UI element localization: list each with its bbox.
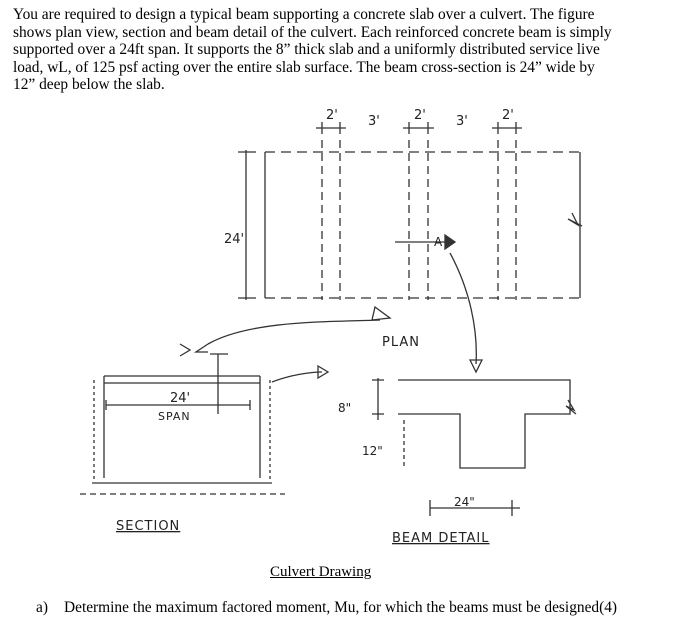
slab-thickness-label: 8" (338, 401, 351, 415)
problem-line: 12” deep below the slab. (13, 76, 165, 94)
spacing-label: 2' (502, 108, 514, 123)
beam-detail-label: BEAM DETAIL (392, 531, 490, 546)
spacing-label: 2' (326, 108, 338, 123)
beam-width-label: 24" (454, 495, 475, 509)
section-label: SECTION (116, 519, 180, 534)
section-view (80, 343, 330, 495)
plan-view (193, 122, 583, 374)
problem-line: You are required to design a typical bea… (13, 6, 595, 23)
section-mark-label: A (434, 235, 443, 249)
section-span-value: 24' (170, 391, 190, 406)
question-number: a) (36, 599, 48, 616)
plan-label: PLAN (382, 335, 420, 350)
question-text: Determine the maximum factored moment, M… (64, 599, 618, 616)
problem-line: load, wL, of 125 psf acting over the ent… (13, 58, 595, 76)
figure-caption: Culvert Drawing (270, 564, 372, 580)
spacing-label: 2' (414, 108, 426, 123)
beam-detail-view (372, 378, 577, 516)
section-span-word: SPAN (158, 410, 191, 423)
problem-line: shows plan view, section and beam detail… (13, 23, 612, 41)
problem-line: supported over a 24ft span. It supports … (13, 41, 600, 59)
plan-span-label: 24' (224, 232, 244, 247)
spacing-label: 3' (368, 114, 380, 129)
question-a: a) Determine the maximum factored moment,… (36, 599, 617, 617)
problem-statement: You are required to design a typical bea… (13, 6, 663, 94)
spacing-label: 3' (456, 114, 468, 129)
beam-depth-label: 12" (362, 444, 383, 458)
